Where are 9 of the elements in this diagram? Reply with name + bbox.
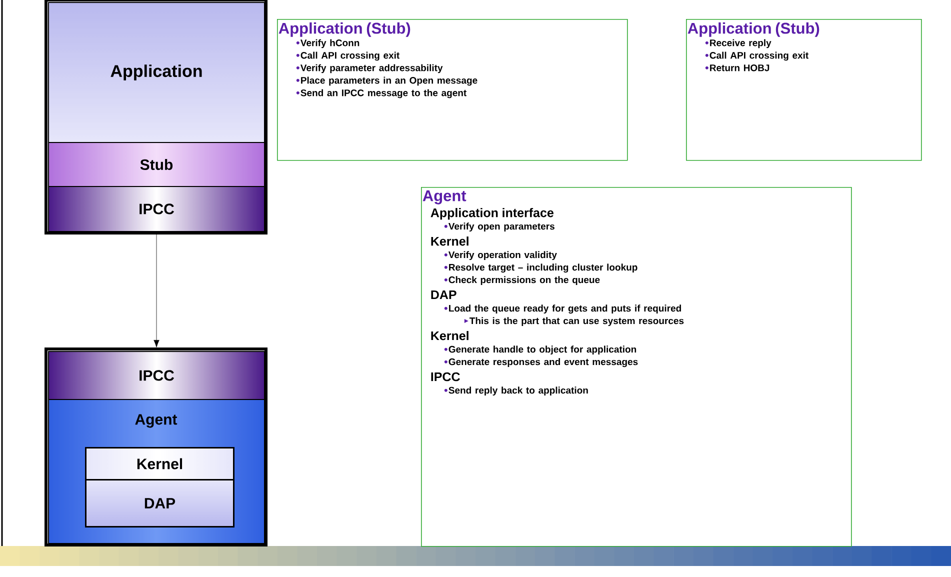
ipcc-box: IPCC [48, 186, 265, 232]
dap-box: DAP [85, 479, 234, 528]
text-box: Application (Stub) Verify hConn Call API crossing exit Verify parameter addressability Place parameters in an Open message Send an IPCC message to the agent [277, 19, 628, 161]
ipcc-box: IPCC [48, 351, 265, 400]
arrow [154, 340, 160, 348]
kernel-box: Kernel [85, 447, 234, 480]
text-box: Agent Application interface Verify open parameters Kernel Verify operation validity Resolve target – including cluster lookup Check permissions on the queue DAP Load the queue ready for gets and puts if required This is the part that can use system resources Kernel Generate handle to object for application Generate responses and event messages IPCC Send reply back to application [421, 187, 852, 547]
stub-box: Stub [48, 142, 265, 187]
text-box: Application (Stub) Receive reply Call API crossing exit Return HOBJ [686, 19, 922, 161]
